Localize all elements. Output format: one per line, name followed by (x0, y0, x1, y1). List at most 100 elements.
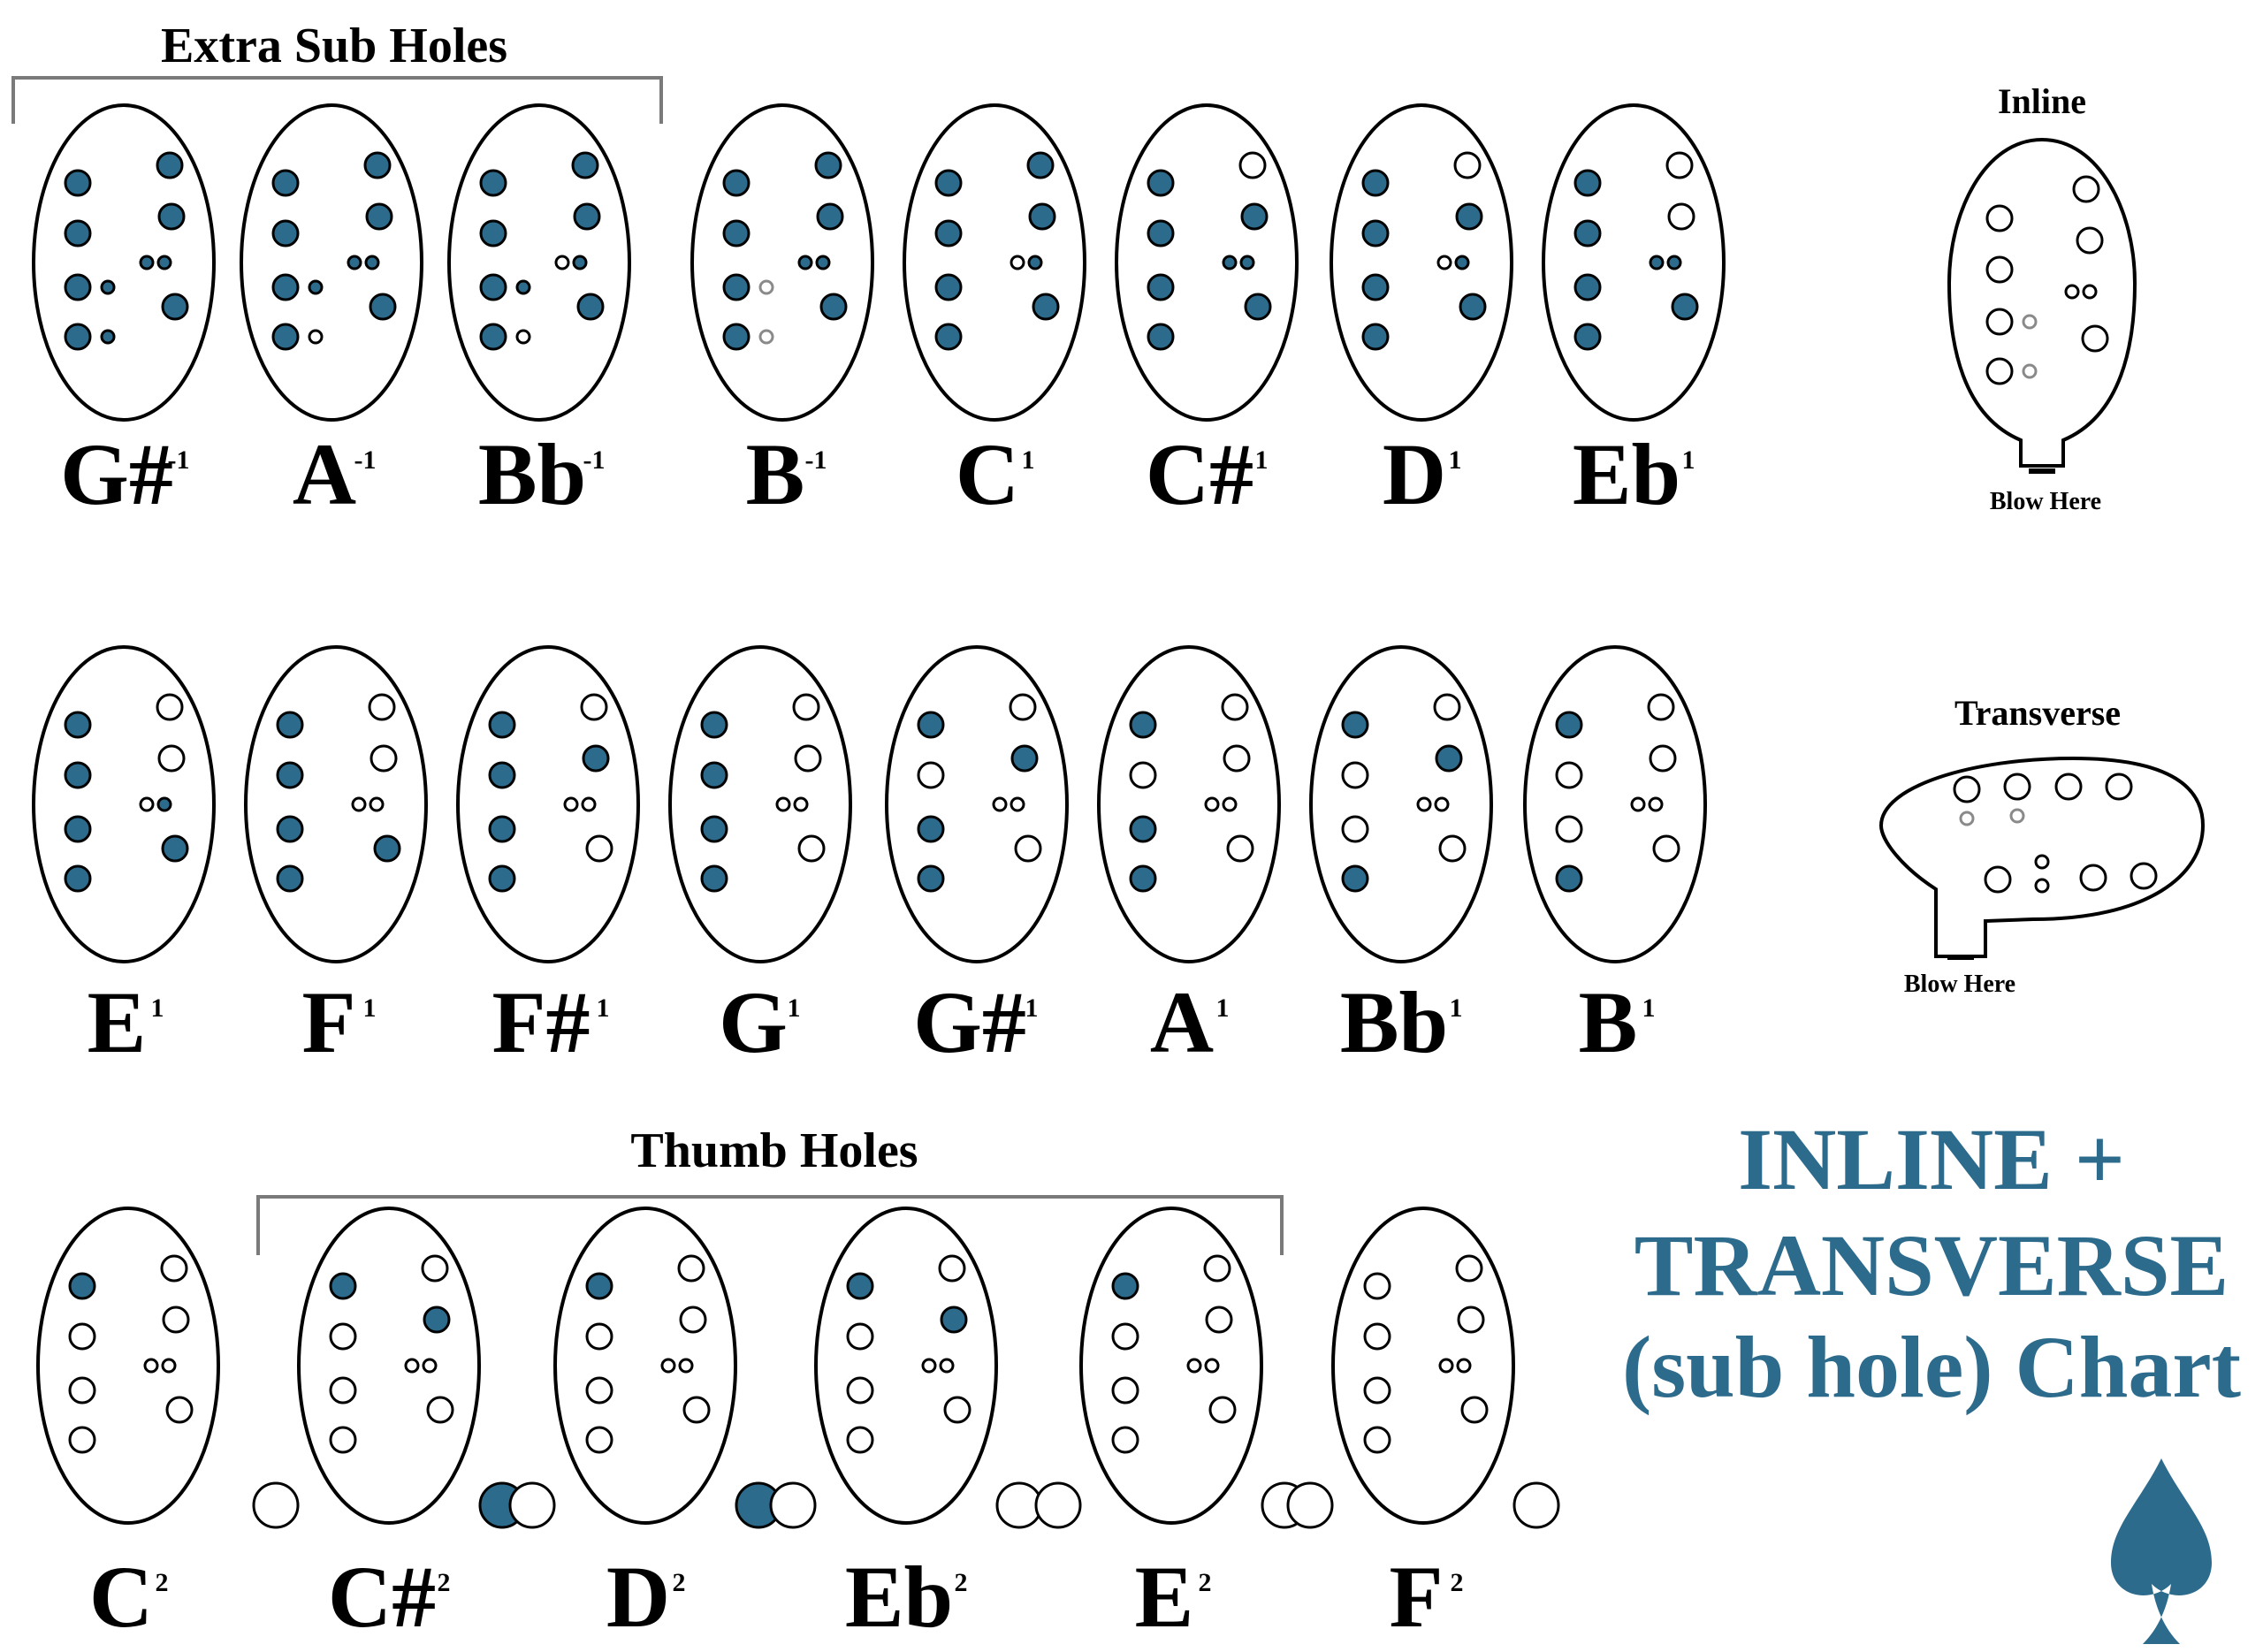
finger-hole (64, 711, 92, 739)
finger-hole (64, 169, 92, 197)
extra-sub-hole (100, 279, 116, 295)
finger-hole (677, 1254, 705, 1283)
extra-sub-hole (308, 279, 324, 295)
finger-hole (1460, 1396, 1489, 1424)
finger-hole (160, 1254, 188, 1283)
note-name: Eb (845, 1548, 953, 1646)
ocarina-body (1331, 1207, 1515, 1525)
note-octave: 1 (788, 993, 801, 1023)
finger-hole (1665, 151, 1694, 179)
finger-hole (846, 1322, 874, 1351)
extra-sub-hole (2022, 363, 2038, 379)
extra-sub-holes-bracket (11, 76, 663, 124)
finger-hole (423, 1306, 451, 1334)
finger-hole (700, 815, 728, 843)
finger-hole (794, 744, 822, 773)
note-octave: -1 (583, 445, 606, 475)
finger-hole (934, 219, 963, 247)
finger-hole (1221, 693, 1249, 721)
finger-hole (682, 1396, 711, 1424)
title-line-1: INLINE + (1738, 1110, 2125, 1208)
finger-hole (1026, 151, 1055, 179)
finger-hole (1361, 219, 1390, 247)
inline-blow-label: Blow Here (1990, 488, 2101, 515)
finger-hole (373, 834, 401, 863)
sub-hole (369, 796, 385, 812)
finger-hole (1649, 744, 1677, 773)
finger-hole (2003, 773, 2031, 801)
transverse-mouthpiece (1947, 955, 1974, 960)
finger-hole (1455, 1254, 1483, 1283)
title-line-3: (sub hole) Chart (1622, 1318, 2241, 1416)
title-line-2: TRANSVERSE (1634, 1216, 2229, 1314)
sub-hole (815, 255, 831, 270)
finger-hole (585, 834, 613, 863)
finger-hole (64, 273, 92, 301)
finger-hole (2072, 175, 2100, 203)
finger-hole (1453, 151, 1482, 179)
finger-hole (1361, 169, 1390, 197)
sub-hole (797, 255, 813, 270)
finger-hole (1984, 865, 2012, 894)
finger-hole (156, 693, 184, 721)
sub-hole (351, 796, 367, 812)
sub-hole (156, 255, 172, 270)
sub-hole (1456, 1358, 1472, 1374)
inline-title: Inline (1998, 81, 2086, 121)
inline-mouthpiece (2029, 468, 2055, 474)
sub-hole (139, 796, 155, 812)
finger-hole (585, 1376, 613, 1405)
finger-hole (722, 169, 751, 197)
note-name: E (88, 973, 147, 1071)
ocarina-body (1542, 103, 1726, 422)
ocarina-body (1079, 1207, 1263, 1525)
sub-hole (1027, 255, 1043, 270)
sub-hole (563, 796, 579, 812)
note-chart: F#1 (456, 645, 640, 1071)
finger-hole (165, 1396, 194, 1424)
extra-sub-hole (2009, 808, 2025, 824)
finger-hole (917, 815, 945, 843)
extra-sub-hole (100, 329, 116, 345)
finger-hole (369, 293, 397, 321)
sub-hole (1204, 1358, 1220, 1374)
thumb-hole-left (1286, 1481, 1334, 1529)
finger-hole (370, 744, 398, 773)
inline-body (1947, 137, 2137, 468)
finger-hole (1985, 204, 2014, 232)
finger-hole (271, 323, 300, 351)
sub-hole (1186, 1358, 1202, 1374)
note-octave: 1 (1449, 445, 1462, 475)
finger-hole (1459, 293, 1487, 321)
finger-hole (585, 1272, 613, 1300)
finger-hole (576, 293, 605, 321)
note-octave: 2 (1199, 1568, 1212, 1597)
note-octave: 1 (1450, 993, 1463, 1023)
ocarina-body (668, 645, 852, 963)
finger-hole (846, 1426, 874, 1454)
finger-hole (1147, 273, 1175, 301)
finger-hole (156, 151, 184, 179)
finger-hole (276, 815, 304, 843)
finger-hole (1203, 1254, 1231, 1283)
finger-hole (1341, 761, 1369, 789)
finger-hole (700, 711, 728, 739)
note-name: C# (328, 1548, 436, 1646)
ocarina-body (553, 1207, 737, 1525)
note-octave: 2 (438, 1568, 451, 1597)
note-name: A (1150, 973, 1214, 1071)
thumb-holes-bracket (256, 1195, 1284, 1255)
ocarina-body (244, 645, 428, 963)
finger-hole (1985, 357, 2014, 385)
sub-hole (793, 796, 809, 812)
sub-hole (581, 796, 597, 812)
finger-hole (64, 219, 92, 247)
sub-hole (1630, 796, 1646, 812)
finger-hole (1226, 834, 1254, 863)
transverse-title: Transverse (1954, 693, 2121, 733)
sub-hole (404, 1358, 420, 1374)
sub-hole (143, 1358, 159, 1374)
